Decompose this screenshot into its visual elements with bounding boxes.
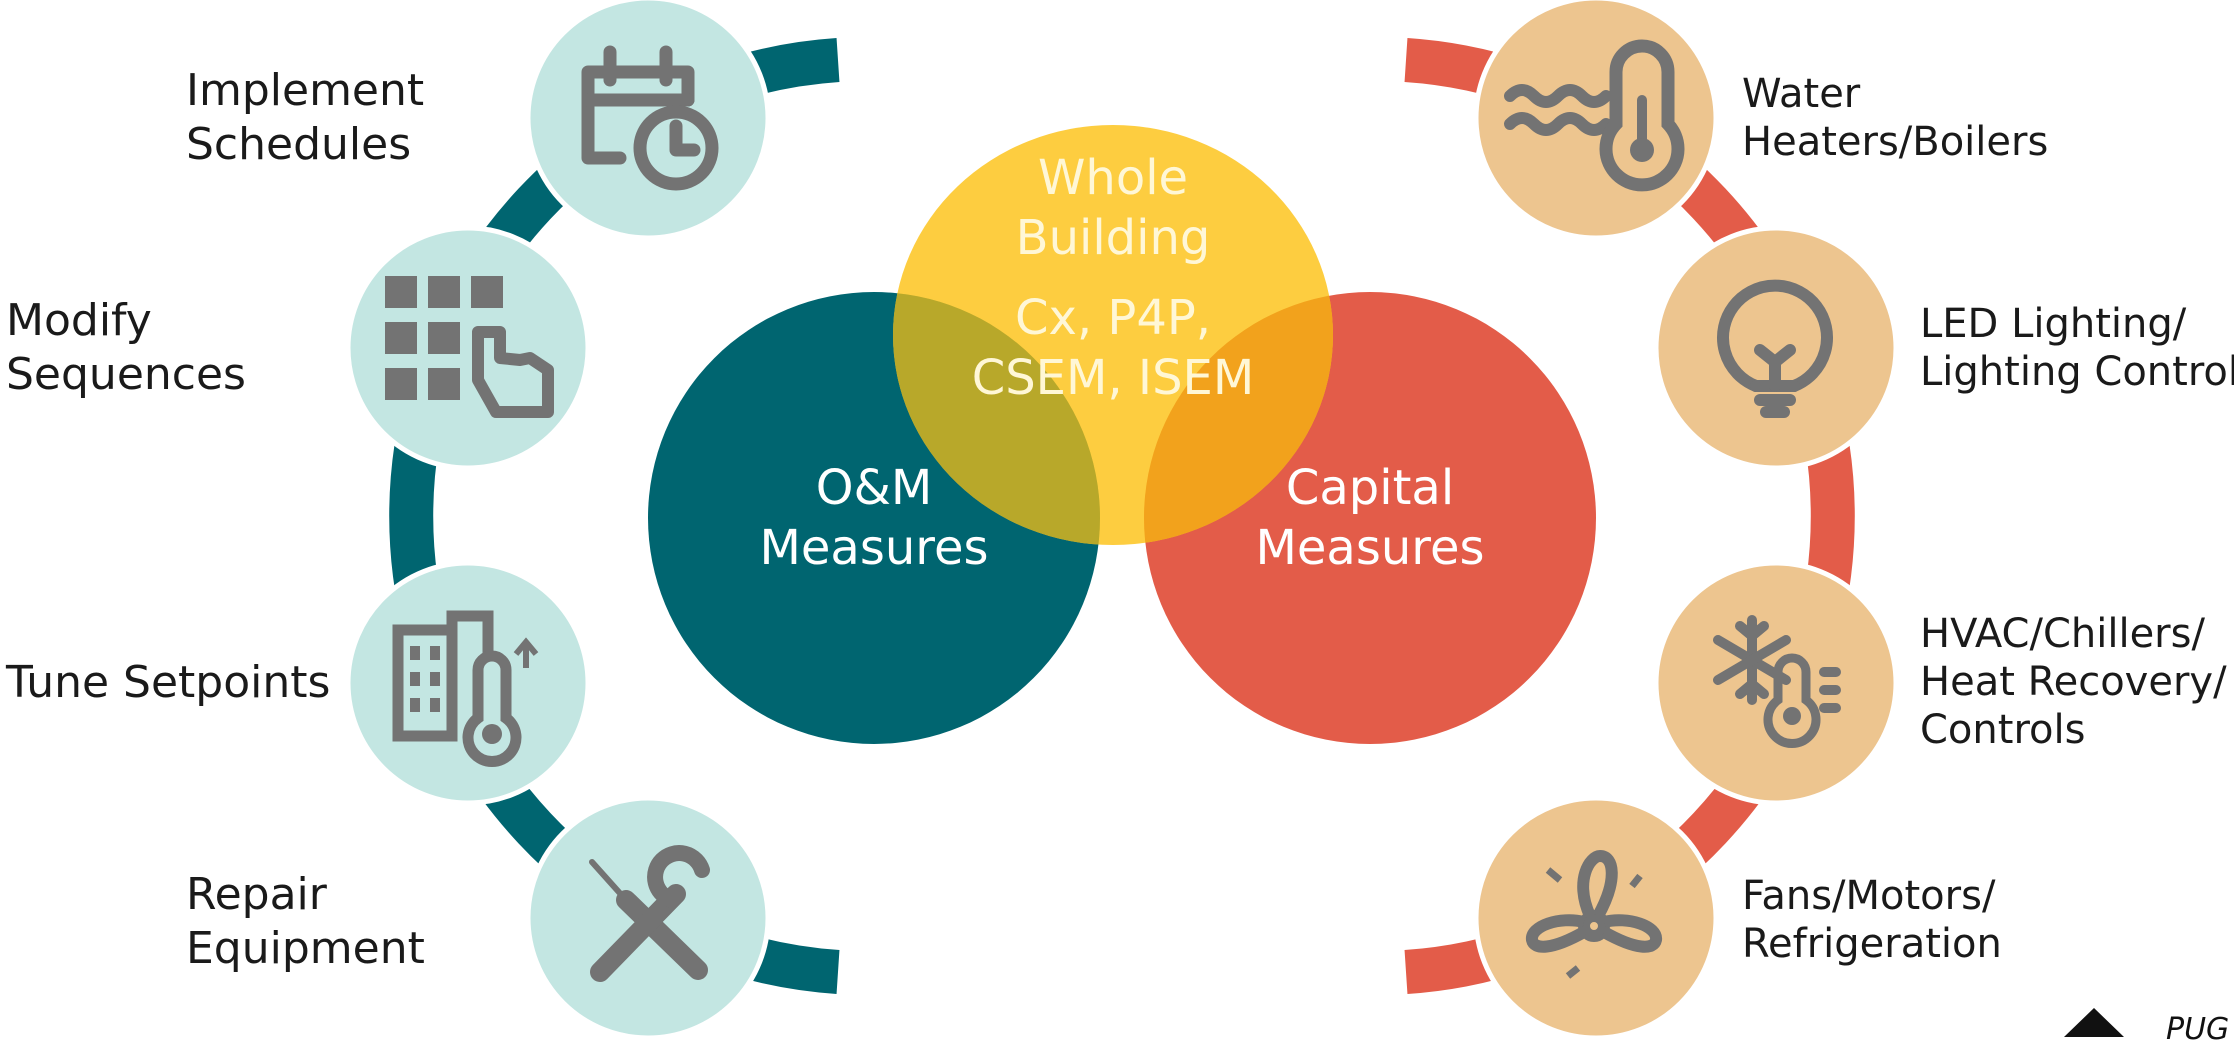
label-implement-schedules: Implement Schedules: [186, 65, 425, 170]
programs-label: Cx, P4P, CSEM, ISEM: [971, 290, 1255, 406]
lightbulb-icon: [1717, 279, 1833, 418]
whole-building-label: Whole Building: [1015, 150, 1211, 266]
bubble-led-lighting: [1653, 225, 1899, 471]
calendar-clock-icon: [581, 45, 719, 191]
capital-overlap: [1144, 292, 1333, 545]
bubble-modify-sequences: [345, 225, 591, 471]
building-thermometer-icon: [392, 610, 539, 767]
om-overlap: [893, 292, 1100, 545]
fan-icon: [1526, 850, 1662, 979]
label-tune-setpoints: Tune Setpoints: [6, 657, 331, 708]
brand-logo-triangle: [2064, 1008, 2124, 1037]
water-thermometer-icon: [1504, 39, 1685, 192]
wrench-screwdriver-icon: [589, 845, 710, 982]
label-repair-equipment: Repair Equipment: [186, 869, 425, 974]
brand-partial-text: PUG: [2166, 1012, 2230, 1047]
label-modify-sequences: Modify Sequences: [6, 295, 246, 400]
om-measures-label: O&M Measures: [759, 460, 989, 576]
label-led-lighting: LED Lighting/ Lighting Controls: [1920, 301, 2234, 395]
capital-measures-label: Capital Measures: [1255, 460, 1485, 576]
bubble-tune-setpoints: [345, 560, 591, 806]
label-hvac: HVAC/Chillers/ Heat Recovery/ Controls: [1920, 611, 2227, 753]
touch-grid-icon: [385, 276, 554, 418]
snowflake-thermometer-icon: [1713, 615, 1841, 748]
label-fans: Fans/Motors/ Refrigeration: [1742, 873, 2002, 967]
label-water-heaters: Water Heaters/Boilers: [1742, 71, 2049, 165]
